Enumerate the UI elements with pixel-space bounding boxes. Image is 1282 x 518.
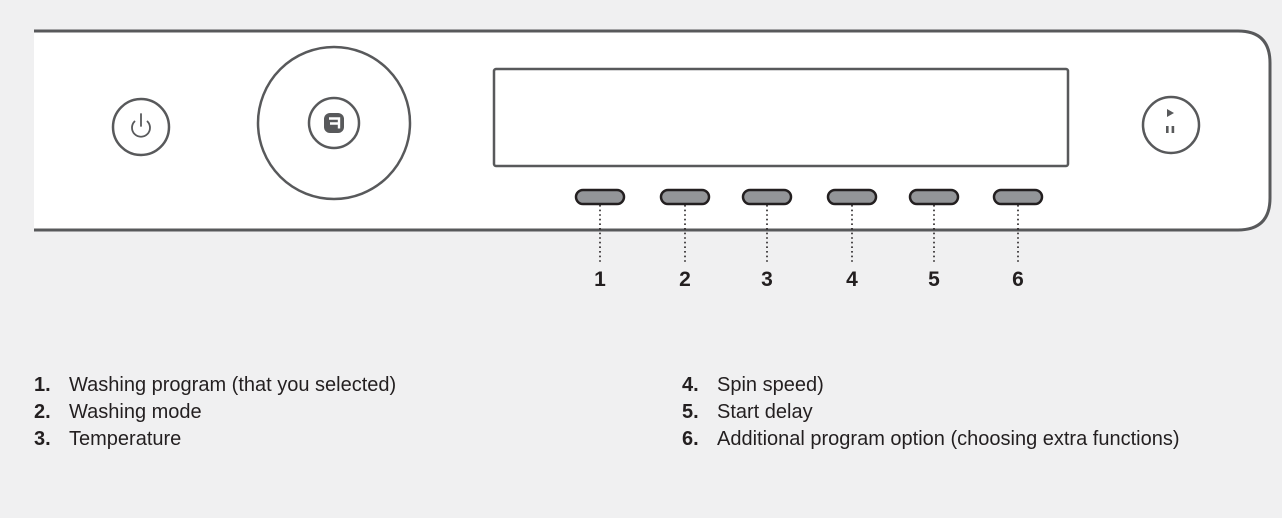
callout-number-2: 2 [679,268,691,291]
play-pause-icon [1166,109,1175,133]
legend-text: Additional program option (choosing extr… [717,428,1180,450]
legend-item: 4. Spin speed) [682,372,1242,399]
legend-text: Washing mode [69,401,202,423]
legend-item: 1. Washing program (that you selected) [34,372,396,399]
display-window [492,67,1070,168]
function-button-4[interactable] [826,188,878,206]
legend-right-column: 4. Spin speed) 5. Start delay 6. Additio… [682,372,1242,453]
function-button-5[interactable] [908,188,960,206]
legend-item: 5. Start delay [682,399,1242,426]
legend-text: Temperature [69,428,182,450]
legend-text: Spin speed) [717,374,824,396]
legend-item: 3. Temperature [34,426,396,453]
legend-left-column: 1. Washing program (that you selected) 2… [34,372,396,453]
function-button-2[interactable] [659,188,711,206]
function-button-6[interactable] [992,188,1044,206]
callout-number-3: 3 [761,268,773,291]
legend-item: 6. Additional program option (choosing e… [682,426,1242,453]
legend-number: 3. [34,428,51,450]
legend-item: 2. Washing mode [34,399,396,426]
function-button-3[interactable] [741,188,793,206]
legend-number: 2. [34,401,51,423]
power-icon [131,113,151,138]
callout-number-6: 6 [1012,268,1024,291]
program-selector-dial[interactable] [256,45,412,201]
legend-number: 1. [34,374,51,396]
legend-number: 4. [682,374,699,396]
legend-text: Start delay [717,401,813,423]
callout-number-4: 4 [846,268,858,291]
callout-number-5: 5 [928,268,940,291]
function-button-1[interactable] [574,188,626,206]
panel-border [34,29,1272,232]
callout-number-1: 1 [594,268,606,291]
start-pause-button[interactable] [1141,95,1201,155]
power-button[interactable] [111,97,171,157]
legend-number: 5. [682,401,699,423]
legend-number: 6. [682,428,699,450]
brand-logo-icon [324,113,344,133]
legend-text: Washing program (that you selected) [69,374,397,396]
